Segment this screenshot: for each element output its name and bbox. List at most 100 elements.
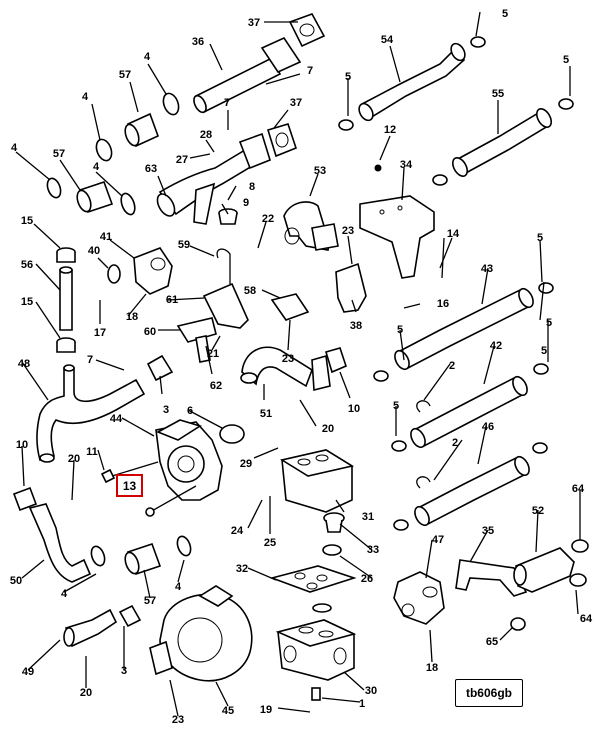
callout: 37 (290, 97, 302, 109)
bracket-59 (202, 248, 249, 329)
pipe-48 (36, 364, 146, 463)
callout: 5 (541, 345, 547, 357)
callout: 5 (563, 54, 569, 66)
callout: 5 (393, 400, 399, 412)
plate-58 (270, 293, 310, 321)
callout: 40 (88, 245, 100, 257)
gasket-6 (219, 424, 245, 444)
housing-47 (393, 571, 445, 625)
bracket-38 (335, 262, 367, 313)
callout: 4 (61, 588, 68, 600)
callout: 4 (82, 91, 89, 103)
seal-26-b (312, 603, 332, 613)
sleeve-57-top (124, 112, 160, 148)
pump-44 (155, 419, 223, 501)
callout: 33 (367, 544, 379, 556)
callout: 53 (314, 165, 326, 177)
tube-36 (193, 36, 302, 114)
o-ring-5-c (432, 174, 448, 186)
leader-lines (15, 11, 581, 717)
o-ring-5-f (533, 363, 549, 375)
callout: 4 (11, 142, 18, 154)
callout: 29 (240, 458, 252, 470)
callout: 51 (260, 408, 272, 420)
flange-37-top (288, 13, 326, 48)
gasket-3 (146, 354, 174, 382)
elbow-53 (283, 201, 339, 251)
tube-54 (358, 42, 466, 122)
callout: 18 (426, 662, 438, 674)
callout: 32 (236, 563, 248, 575)
thermostat-33 (323, 512, 345, 533)
callout: 23 (172, 714, 184, 726)
callout: 5 (546, 317, 552, 329)
o-ring-5-e (373, 370, 389, 382)
callout: 47 (432, 534, 444, 546)
housing-41 (133, 247, 173, 295)
gasket-10-left (12, 486, 38, 512)
callout: 43 (481, 263, 493, 275)
o-ring-65 (510, 617, 526, 631)
callout: 64 (572, 483, 585, 495)
callout: 61 (166, 294, 178, 306)
clip-2-a (416, 400, 431, 413)
housing-52 (513, 547, 575, 593)
callout: 38 (350, 320, 362, 332)
callout: 44 (110, 413, 123, 425)
o-ring-5-a (338, 119, 354, 131)
bracket-60-62 (176, 317, 217, 363)
callout: 15 (21, 296, 33, 308)
callout: 20 (80, 687, 92, 699)
pipe-50 (28, 503, 92, 583)
callout: 26 (361, 573, 373, 585)
callout: 25 (264, 537, 276, 549)
clamp-4-lower2 (176, 535, 192, 557)
clip-2-b (416, 476, 431, 489)
callout: 56 (21, 259, 33, 271)
o-ring-5-b (558, 98, 574, 110)
callout: 14 (447, 228, 460, 240)
callout: 10 (348, 403, 360, 415)
callout: 37 (248, 17, 260, 29)
callout: 46 (482, 421, 494, 433)
callout: 4 (93, 161, 100, 173)
callout: 4 (175, 581, 182, 593)
tube-56 (59, 266, 73, 331)
callout: 54 (381, 34, 394, 46)
callout: 31 (362, 511, 374, 523)
callout: 30 (365, 685, 377, 697)
gasket-3-lower (118, 604, 142, 628)
callout: 2 (449, 360, 455, 372)
callout: 42 (490, 340, 502, 352)
gasket-10-right (325, 347, 347, 374)
reference-code: tb606gb (455, 679, 523, 707)
callout: 57 (144, 595, 156, 607)
highlighted-callout: 13 (116, 474, 143, 497)
callout: 49 (22, 666, 34, 678)
clamp-4-top (162, 92, 180, 116)
callout: 63 (145, 163, 157, 175)
callout: 4 (144, 51, 151, 63)
callout: 16 (437, 298, 449, 310)
callout: 59 (178, 239, 190, 251)
callout: 50 (10, 575, 22, 587)
callout: 20 (68, 453, 80, 465)
o-ring-5-d (538, 282, 554, 294)
callout: 7 (87, 354, 93, 366)
callout: 15 (21, 215, 33, 227)
fitting-15-top (56, 247, 76, 263)
o-ring-64-a (571, 539, 589, 553)
callout: 48 (18, 358, 30, 370)
callout: 55 (492, 88, 504, 100)
callout: 5 (537, 232, 543, 244)
callout: 64 (580, 613, 593, 625)
callout: 5 (397, 324, 403, 336)
callout: 7 (307, 65, 313, 77)
callout: 24 (231, 525, 244, 537)
callout: 9 (243, 197, 249, 209)
callout: 7 (224, 97, 230, 109)
callout: 20 (322, 423, 334, 435)
callout: 35 (482, 525, 494, 537)
fitting-15-bottom (56, 337, 76, 353)
gasket-32 (269, 565, 357, 593)
